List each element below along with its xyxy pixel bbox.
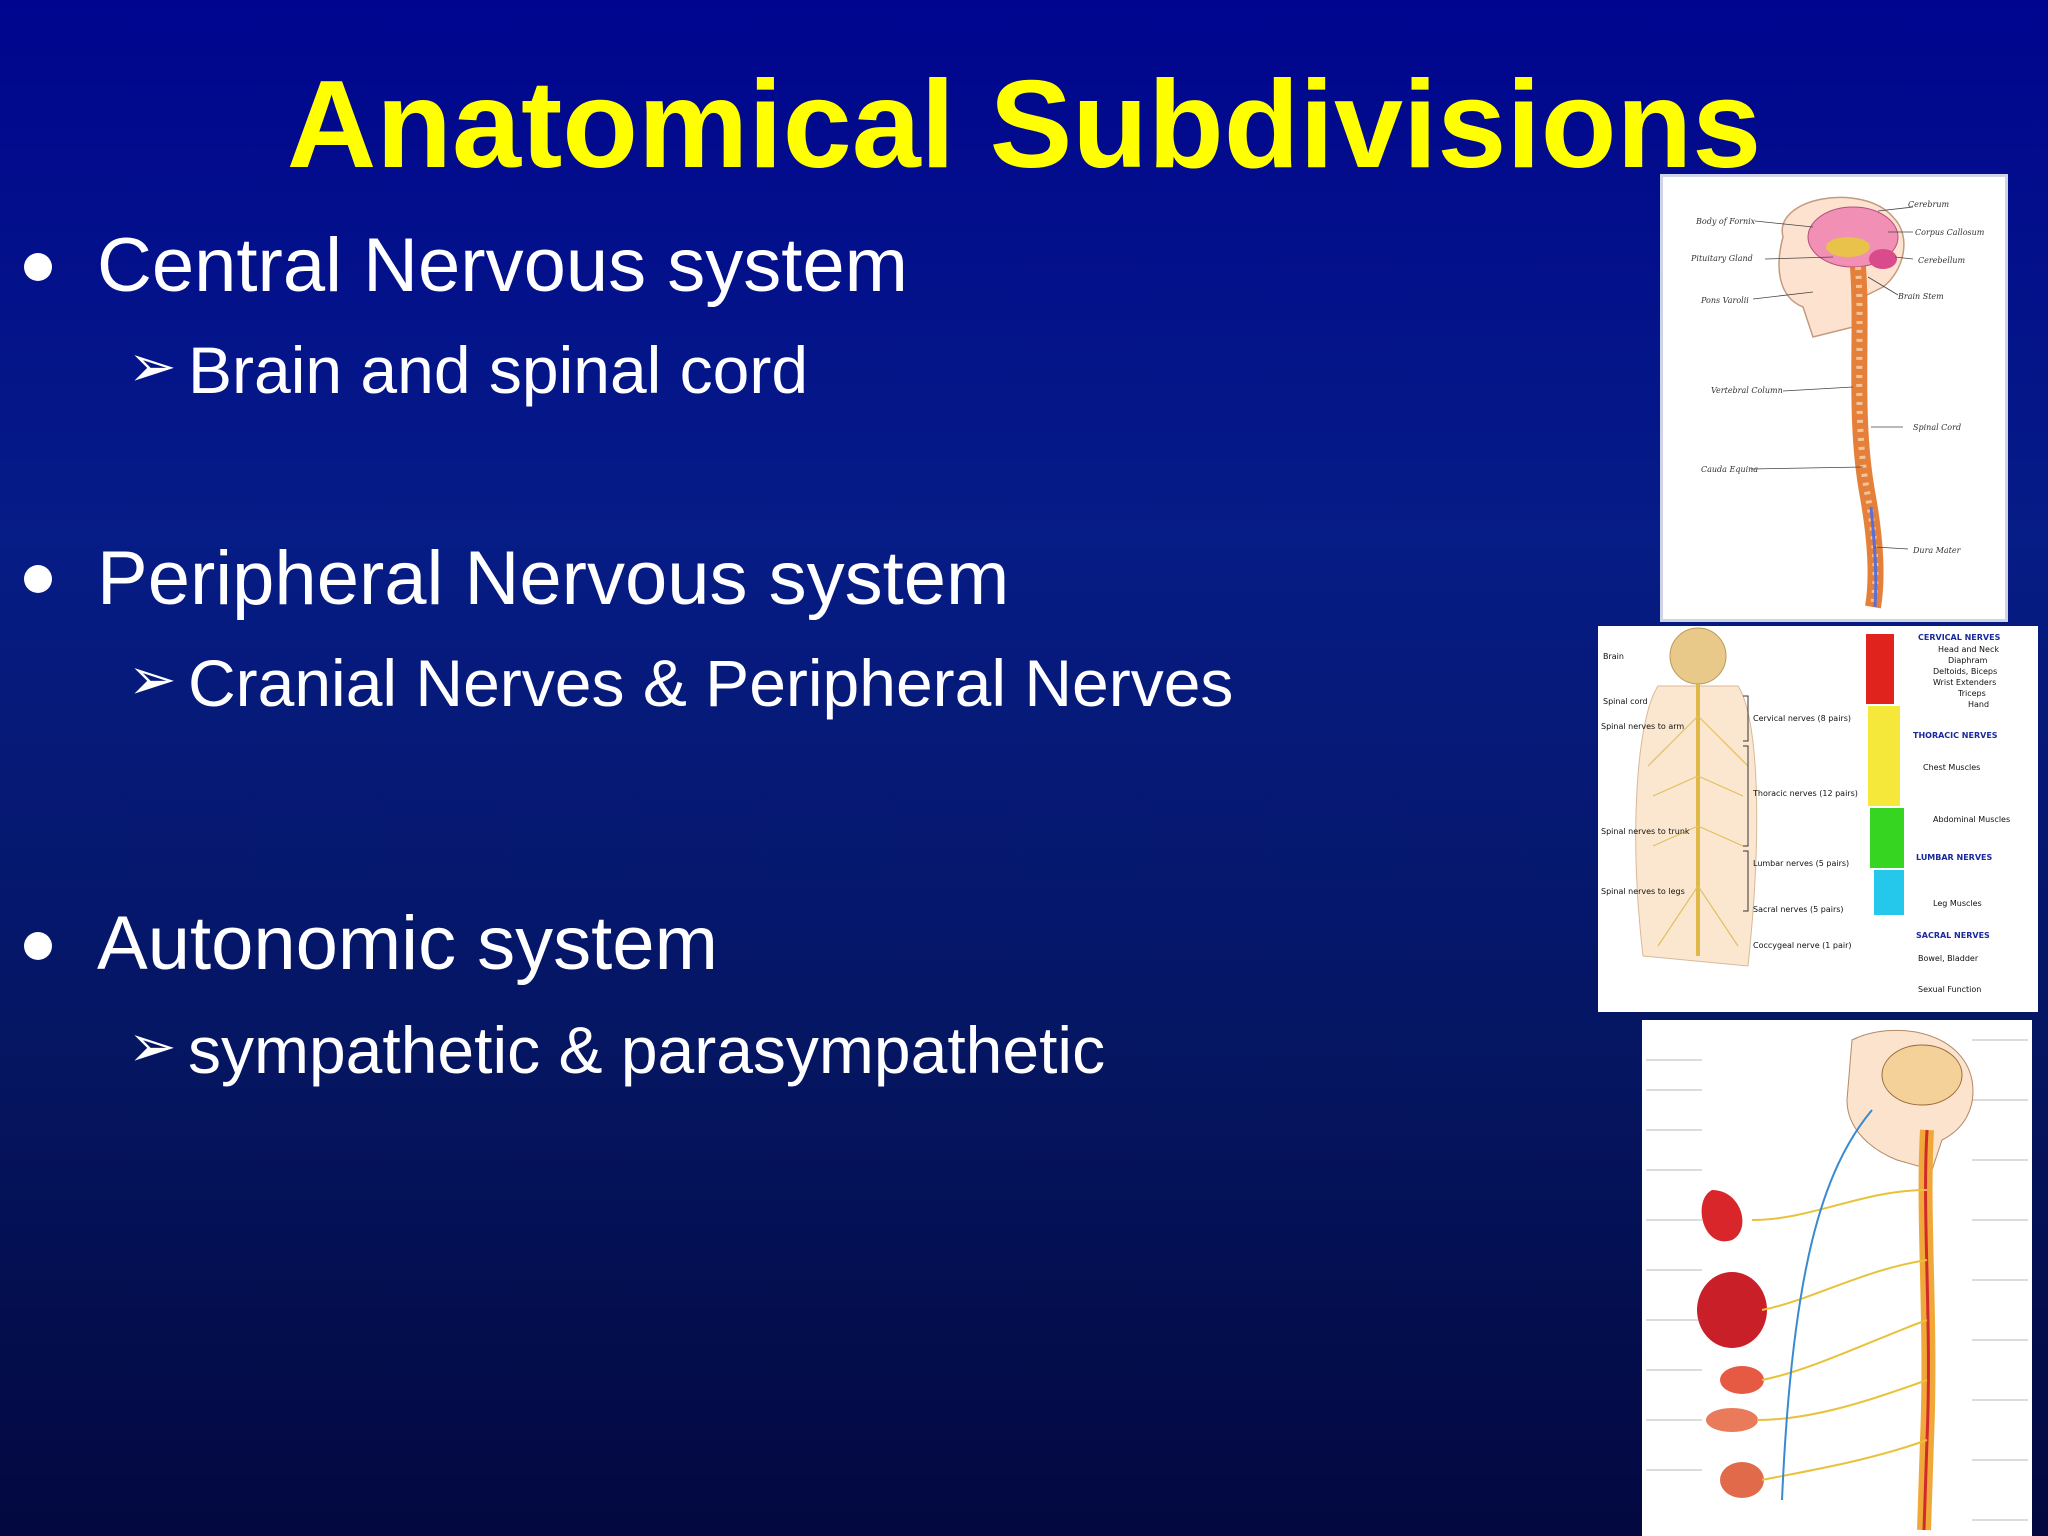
label-hand: Hand [1968,700,1989,709]
label-spinal-cord: Spinal Cord [1913,423,1961,432]
bullet-label: Autonomic system [97,901,718,986]
bullet-label: Peripheral Nervous system [97,536,1010,621]
label-pons: Pons Varolii [1700,296,1749,305]
bullet-dot-icon [24,253,52,281]
sub-bullet-label: sympathetic & parasympathetic [188,1013,1106,1087]
arrowhead-bullet-icon: ➢ [128,334,177,399]
label-nerves-legs: Spinal nerves to legs [1601,887,1685,896]
label-spinal-cord: Spinal cord [1603,697,1648,706]
bullet-dot-icon [24,932,52,960]
autonomic-illustration [1642,1020,2032,1536]
label-thoracic: Thoracic nerves (12 pairs) [1752,789,1858,798]
label-sacral: Sacral nerves (5 pairs) [1753,905,1844,914]
label-deltoids: Deltoids, Biceps [1933,667,1997,676]
label-pituitary: Pituitary Gland [1690,254,1753,263]
label-cauda-equina: Cauda Equina [1701,465,1758,474]
header-sacral: SACRAL NERVES [1916,931,1990,940]
label-corpus-callosum: Corpus Callosum [1915,228,1985,237]
bullet-dot-icon [24,565,52,593]
sub-bullet-label: Cranial Nerves & Peripheral Nerves [188,646,1234,720]
label-wrist: Wrist Extenders [1933,678,1996,687]
label-coccygeal: Coccygeal nerve (1 pair) [1753,941,1852,950]
cns-illustration: Cerebrum Body of Fornix Corpus Callosum … [1660,174,2008,622]
label-abdominal: Abdominal Muscles [1933,815,2010,824]
label-chest: Chest Muscles [1923,763,1980,772]
arrowhead-bullet-icon: ➢ [128,1014,177,1079]
pns-illustration: Brain Spinal cord Spinal nerves to arm S… [1598,626,2038,1012]
label-brain: Brain [1603,652,1624,661]
label-diaphram: Diaphram [1948,656,1988,665]
label-cerebellum: Cerebellum [1918,256,1966,265]
label-leg: Leg Muscles [1933,899,1982,908]
header-lumbar: LUMBAR NERVES [1916,853,1992,862]
label-nerves-trunk: Spinal nerves to trunk [1601,827,1690,836]
label-nerves-arm: Spinal nerves to arm [1601,722,1684,731]
label-lumbar: Lumbar nerves (5 pairs) [1753,859,1849,868]
label-cerebrum: Cerebrum [1908,200,1950,209]
slide-title: Anatomical Subdivisions [286,56,1762,194]
header-thoracic: THORACIC NERVES [1913,731,1998,740]
label-fornix: Body of Fornix [1695,217,1756,226]
label-brain-stem: Brain Stem [1897,292,1944,301]
label-bowel: Bowel, Bladder [1918,954,1979,963]
label-cervical: Cervical nerves (8 pairs) [1753,714,1851,723]
label-vertebral-column: Vertebral Column [1711,386,1783,395]
sub-bullet-label: Brain and spinal cord [188,333,809,407]
label-dura-mater: Dura Mater [1912,546,1962,555]
bullet-label: Central Nervous system [97,223,908,308]
label-head-neck: Head and Neck [1938,645,1999,654]
label-triceps: Triceps [1957,689,1986,698]
label-sexual: Sexual Function [1918,985,1981,994]
header-cervical: CERVICAL NERVES [1918,633,2001,642]
arrowhead-bullet-icon: ➢ [128,647,177,712]
